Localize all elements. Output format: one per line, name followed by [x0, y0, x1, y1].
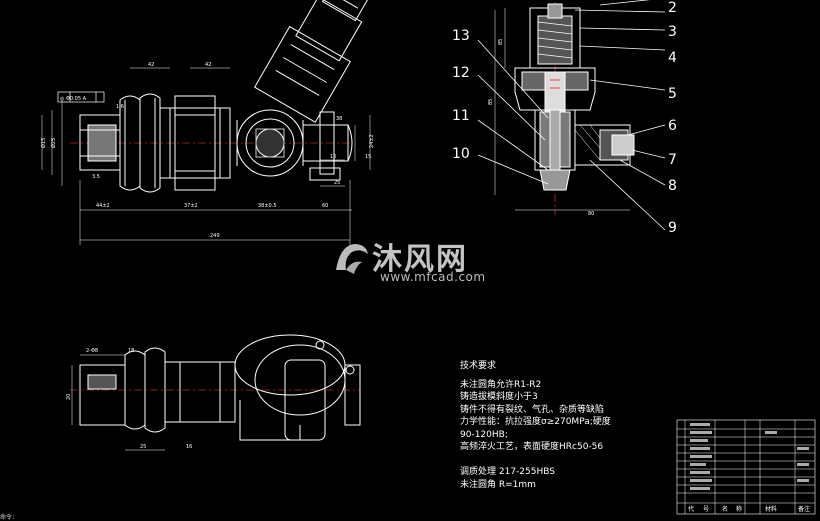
dim-text: 37±2 — [184, 203, 198, 209]
requirement-line: 铸造拔模斜度小于3 — [460, 392, 538, 402]
section-view-dimension-text: 85 85 80 — [488, 39, 594, 217]
callout-label: 12 — [452, 65, 470, 81]
callout-label: 13 — [452, 28, 470, 44]
title-cell: 代 — [688, 505, 694, 513]
dim-text: 2-Φ8 — [86, 348, 98, 354]
requirement-line: 铸件不得有裂纹、气孔、杂质等缺陷 — [460, 404, 605, 415]
lower-view-dimension-text: 2-Φ8 25 18 20 16 — [66, 348, 192, 450]
dim-text: 16 — [330, 154, 336, 160]
dim-text: 44±2 — [96, 203, 110, 209]
dim-text: 42 — [205, 62, 211, 68]
requirement-line: 90-120HB; — [460, 429, 508, 440]
lower-view — [70, 334, 361, 451]
callout-label: 11 — [452, 108, 470, 124]
dim-text: 38±0.5 — [258, 203, 277, 209]
dim-text: 18 — [128, 348, 134, 354]
front-view — [41, 0, 373, 245]
section-view — [477, 0, 666, 231]
section-view-callouts: 2 3 4 5 6 7 8 9 13 12 11 10 1 — [452, 0, 677, 236]
dim-text: 25 — [140, 444, 146, 450]
dim-text: 15 — [365, 154, 371, 160]
dim-text: 1.6 — [116, 104, 124, 110]
callout-label: 5 — [668, 86, 677, 102]
callout-label: 7 — [668, 152, 677, 168]
dim-text: Ø15 — [40, 138, 47, 148]
callout-label: 2 — [668, 0, 677, 16]
technical-requirements: 技术要求 未注圆角允许R1-R2 铸造拔模斜度小于3 铸件不得有裂纹、气孔、杂质… — [460, 360, 611, 491]
tolerance-frame-label: ◎ Φ0.05 A — [60, 96, 87, 102]
requirement-line — [460, 454, 611, 467]
dim-text: 249 — [210, 233, 220, 239]
callout-label: 8 — [668, 178, 677, 194]
requirement-line: 调质处理 217-255HBS — [460, 467, 555, 477]
callout-label: 6 — [668, 118, 677, 134]
callout-label: 1 — [668, 0, 677, 3]
dim-text: 60 — [322, 203, 328, 209]
requirement-line: 未注圆角 R=1mm — [460, 479, 536, 490]
dim-text: 20 — [66, 394, 72, 400]
callout-label: 4 — [668, 50, 677, 66]
dim-text: 85 — [498, 39, 504, 45]
command-line[interactable]: 命令: — [0, 512, 60, 521]
watermark-url: www.mfcad.com — [380, 270, 486, 284]
title-block-footer: 代 号 名 称 材料 备注 — [688, 505, 810, 513]
title-cell: 号 — [703, 506, 709, 513]
title-cell: 材料 — [765, 505, 777, 513]
dim-text: 24±2 — [369, 134, 375, 148]
title-cell: 备注 — [798, 505, 810, 513]
watermark-brand: 沐风网 — [372, 242, 468, 277]
watermark-logo-icon — [336, 244, 368, 274]
callout-label: 9 — [668, 220, 677, 236]
callout-label: 3 — [668, 24, 677, 40]
dim-text: 38 — [336, 116, 342, 122]
dim-text: 80 — [588, 211, 594, 217]
requirement-line: 未注圆角允许R1-R2 — [460, 379, 542, 390]
dim-text: 16 — [186, 444, 192, 450]
dim-text: 3.5 — [92, 174, 100, 180]
watermark: 沐风网 www.mfcad.com — [330, 236, 500, 286]
requirement-line: 高频淬火工艺，表面硬度HRc50-56 — [460, 442, 604, 452]
dim-text: 25 — [334, 180, 340, 186]
title-block — [676, 419, 816, 515]
callout-label: 10 — [452, 146, 470, 162]
requirement-line: 力学性能：抗拉强度σ≥270MPa;硬度 — [460, 417, 611, 427]
dim-text: Ø25 — [50, 138, 57, 148]
front-view-dimension-text: 42 42 44±2 37±2 38±0.5 60 249 16 15 25 3… — [40, 62, 375, 239]
technical-requirements-title: 技术要求 — [460, 361, 497, 371]
title-cell: 称 — [736, 505, 742, 513]
dim-text: 85 — [488, 99, 494, 105]
title-cell: 名 — [722, 505, 728, 513]
dim-text: 42 — [148, 62, 154, 68]
